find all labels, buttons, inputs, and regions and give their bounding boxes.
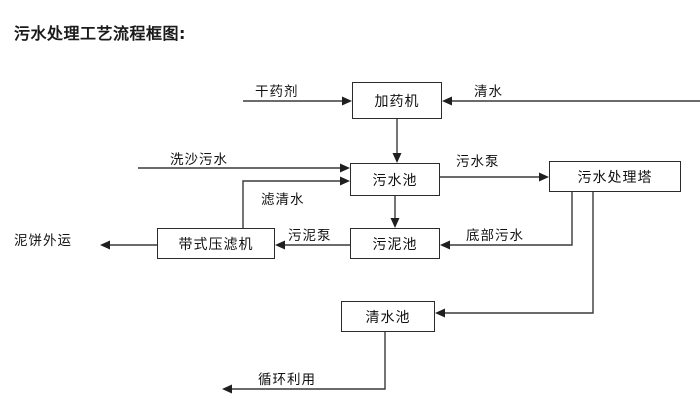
edge-sewage-to-tower <box>440 172 549 182</box>
edge-label-clean-water: 清水 <box>474 84 503 100</box>
edge-sewage-to-sludge <box>390 196 400 228</box>
edge-label-dry-agent: 干药剂 <box>255 84 299 100</box>
node-sewage-pool[interactable]: 污水池 <box>350 163 440 196</box>
node-clear-water-pool[interactable]: 清水池 <box>341 301 435 332</box>
node-label: 污水池 <box>372 172 418 189</box>
edge-label-filtrate: 滤清水 <box>261 192 305 208</box>
edge-label-mudcake-out: 泥饼外运 <box>14 233 72 249</box>
node-sludge-pool[interactable]: 污泥池 <box>350 228 440 259</box>
edge-press-to-mudcake <box>100 240 157 250</box>
node-treatment-tower[interactable]: 污水处理塔 <box>549 161 681 192</box>
edge-filtrate-to-sewage <box>242 176 350 228</box>
node-label: 污泥池 <box>372 236 418 253</box>
node-label: 污水处理塔 <box>577 169 653 186</box>
node-label: 清水池 <box>365 309 411 326</box>
edge-dry-agent-to-dosing <box>243 96 352 106</box>
edge-clean-water-to-dosing <box>442 96 700 106</box>
edge-label-sewage-pump: 污水泵 <box>456 154 500 170</box>
node-label: 加药机 <box>374 93 420 110</box>
edge-label-recycle: 循环利用 <box>258 372 316 388</box>
node-label: 带式压滤机 <box>178 236 254 253</box>
edge-label-sludge-pump: 污泥泵 <box>288 228 332 244</box>
edge-dosing-to-sewage <box>392 119 402 163</box>
edge-label-sand-wash-sewage: 洗沙污水 <box>170 152 228 168</box>
node-belt-filter-press[interactable]: 带式压滤机 <box>157 228 275 259</box>
page-title: 污水处理工艺流程框图: <box>14 24 186 43</box>
edge-tower-bottom-to-sludge <box>440 192 573 250</box>
edge-sandwash-to-sewage <box>138 163 350 173</box>
edge-label-bottom-sewage: 底部污水 <box>466 228 524 244</box>
edge-sludge-to-press <box>275 240 350 250</box>
edge-tower-to-clearwater <box>435 192 594 318</box>
node-dosing-machine[interactable]: 加药机 <box>352 82 442 119</box>
edge-clearwater-to-recycle <box>222 332 386 394</box>
